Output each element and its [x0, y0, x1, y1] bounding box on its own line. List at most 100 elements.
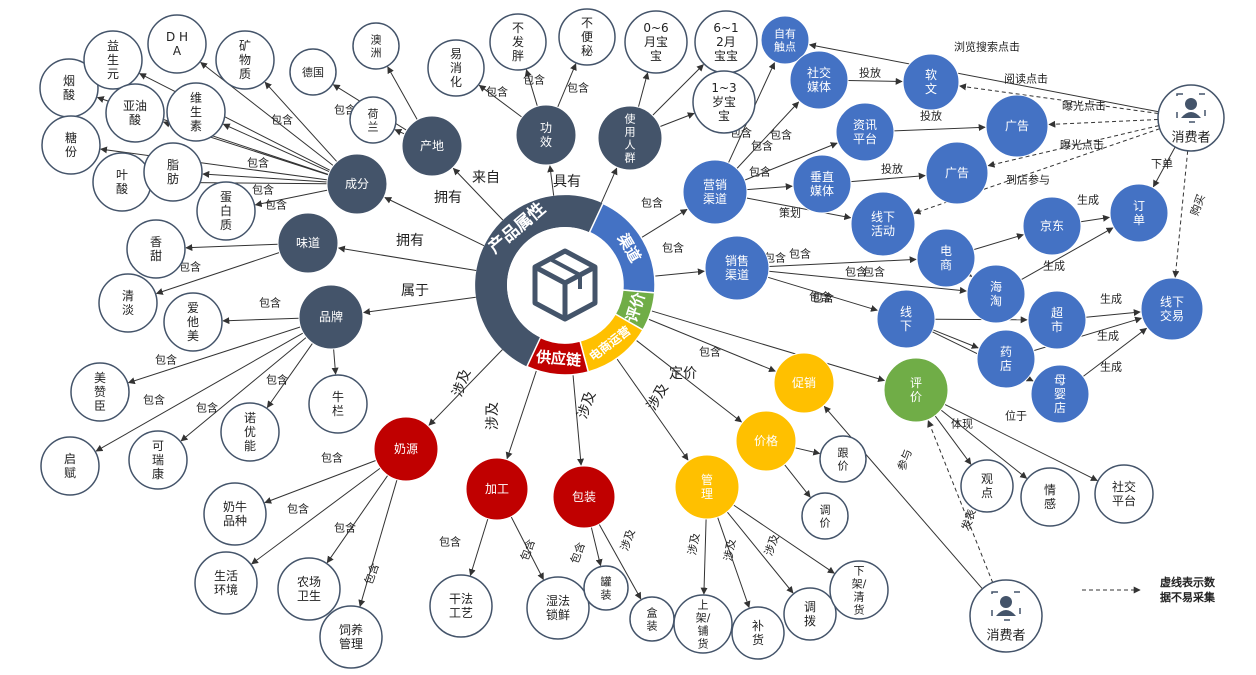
- node-hezhuang: 盒装: [629, 596, 675, 642]
- edge-label: 拥有: [434, 190, 462, 206]
- node-circle: [147, 14, 207, 74]
- node-circle: [70, 362, 130, 422]
- node-circle: [349, 96, 397, 144]
- node-guanggao1: 广告: [985, 94, 1049, 158]
- node-label: 消费者: [986, 629, 1025, 644]
- edge-center-yingxiao: [641, 208, 688, 239]
- node-circle: [83, 30, 143, 90]
- edge-label: 包含: [252, 183, 274, 197]
- node-ruanwen: 软文: [902, 53, 960, 111]
- edge-label: 包含: [196, 401, 218, 415]
- node-chuizhi: 垂直媒体: [792, 154, 852, 214]
- edge-center-weidao: [337, 245, 477, 271]
- edge-label: 具有: [553, 174, 581, 190]
- edge-label: 涉及: [485, 402, 501, 430]
- node-ganfa: 干法工艺: [429, 574, 493, 638]
- edge-consumer2-pingjia: [927, 420, 994, 583]
- edge-label: 体现: [951, 417, 973, 431]
- edge-chengfen-yisheng: [139, 73, 331, 171]
- node-label: 功效: [540, 121, 552, 149]
- node-circle: [583, 565, 629, 611]
- node-label: 调价: [820, 503, 831, 529]
- edge-label: 包含: [247, 156, 269, 170]
- edge-label: 包含: [845, 265, 867, 279]
- node-circle: [704, 235, 770, 301]
- edge-pinpai-qifu: [95, 332, 304, 452]
- node-label: 使用人群: [625, 112, 636, 164]
- node-circle: [692, 70, 756, 134]
- edge-label: 包含: [271, 113, 293, 127]
- node-label: 生活环境: [214, 569, 238, 597]
- edge-label: 包含: [812, 291, 834, 305]
- user-icon: [1176, 93, 1206, 123]
- node-circle: [105, 83, 165, 143]
- edge-yingxiao-shejiao: [736, 101, 800, 169]
- node-circle: [128, 430, 188, 490]
- edge-label: 投放: [920, 109, 942, 123]
- edge-label: 包含: [334, 521, 356, 535]
- node-circle: [1094, 464, 1154, 524]
- node-circle: [966, 264, 1026, 324]
- edge-pinpai-keruikang: [180, 337, 307, 442]
- edge-label: 投放: [881, 162, 903, 176]
- node-circle: [792, 154, 852, 214]
- node-label: 加工: [485, 482, 509, 496]
- node-label: 产地: [420, 139, 444, 153]
- node-circle: [289, 48, 337, 96]
- node-chengfen: 成分: [326, 153, 388, 215]
- edge-pingjia-guandian: [934, 415, 972, 465]
- node-label: 蛋白质: [220, 190, 232, 232]
- node-circle: [976, 329, 1036, 389]
- node-circle: [489, 13, 547, 71]
- node-label: 社交平台: [1112, 479, 1136, 508]
- node-xianxia: 线下: [876, 289, 936, 349]
- node-guanzhuang: 罐装: [583, 565, 629, 611]
- node-circle: [925, 141, 989, 205]
- node-label: 爱他美: [187, 301, 199, 343]
- edge-label: 包含: [523, 73, 545, 87]
- edge-label: 包含: [770, 128, 792, 142]
- edge-pinpai-nuoyouneng: [266, 342, 314, 409]
- node-label: 可瑞康: [152, 439, 164, 481]
- edge-jiagong-shifa: [510, 516, 544, 581]
- edge-consumer1-xianxiajy: [1172, 150, 1189, 278]
- edge-yingxiao-zixun: [744, 142, 838, 181]
- edge-center-xiaoshou: [654, 268, 705, 277]
- node-circle: [819, 435, 867, 483]
- node-circle: [220, 402, 280, 462]
- node-label: 亚油酸: [123, 99, 147, 127]
- node-label: 评价: [910, 376, 922, 404]
- node-xiajia: 下架/清货: [829, 560, 889, 620]
- node-shenghuo: 生活环境: [194, 551, 258, 615]
- node-yaodian: 药店: [976, 329, 1036, 389]
- edge-xiaoshou-dianshang: [768, 256, 917, 267]
- node-label: 烟酸: [63, 74, 75, 102]
- node-circle: [985, 94, 1049, 158]
- edge-jiagong-ganfa: [468, 518, 489, 577]
- node-label: 荷兰: [368, 107, 379, 133]
- node-weisheng: 维生素: [166, 82, 226, 142]
- node-label: 线下: [900, 305, 912, 333]
- edge-center-pingjia: [651, 310, 886, 383]
- node-weidao: 味道: [277, 212, 339, 274]
- edge-label: 包含: [155, 353, 177, 367]
- node-circle: [277, 557, 341, 621]
- node-circle: [215, 30, 275, 90]
- edge-guanli-xiajia: [733, 504, 835, 574]
- edge-label: 包含: [789, 247, 811, 261]
- node-label: 清淡: [122, 289, 134, 317]
- node-label: 美赞臣: [94, 371, 106, 413]
- node-shejiaopt: 社交平台: [1094, 464, 1154, 524]
- edge-center-shiyong: [600, 167, 618, 203]
- node-circle: [319, 605, 383, 669]
- node-muying: 母婴店: [1030, 364, 1090, 424]
- node-haitao: 海淘: [966, 264, 1026, 324]
- edge-label: 曝光点击: [1062, 99, 1106, 113]
- edge-pinpai-niulan: [331, 348, 339, 375]
- node-circle: [789, 50, 849, 110]
- node-label: 味道: [296, 236, 320, 250]
- node-label: 超市: [1051, 305, 1063, 334]
